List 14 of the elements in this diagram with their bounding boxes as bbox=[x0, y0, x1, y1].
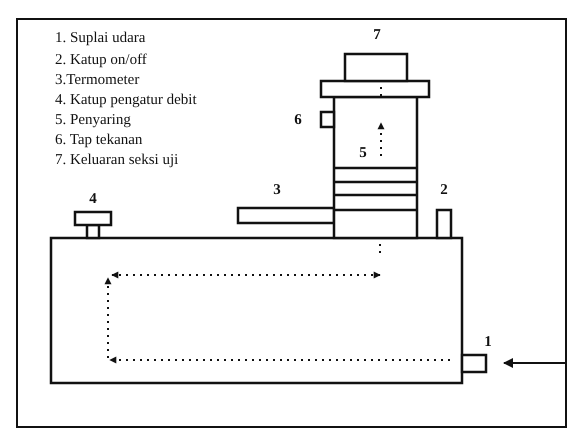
part-list-item: 6. Tap tekanan bbox=[55, 131, 142, 149]
part-list-item: 3.Termometer bbox=[55, 71, 140, 89]
part-list-item: 5. Penyaring bbox=[55, 111, 131, 129]
callout-number: 1 bbox=[484, 333, 492, 351]
callout-number: 5 bbox=[359, 144, 367, 162]
part-list-item: 2. Katup on/off bbox=[55, 51, 147, 69]
part-list-item: 1. Suplai udara bbox=[55, 29, 146, 47]
callout-number: 4 bbox=[89, 190, 97, 208]
callout-number: 6 bbox=[294, 111, 302, 129]
part-list-item: 4. Katup pengatur debit bbox=[55, 91, 197, 109]
callout-number: 3 bbox=[273, 181, 281, 199]
callout-number: 7 bbox=[373, 26, 381, 44]
callout-number: 2 bbox=[440, 181, 448, 199]
part-list-item: 7. Keluaran seksi uji bbox=[55, 151, 178, 169]
